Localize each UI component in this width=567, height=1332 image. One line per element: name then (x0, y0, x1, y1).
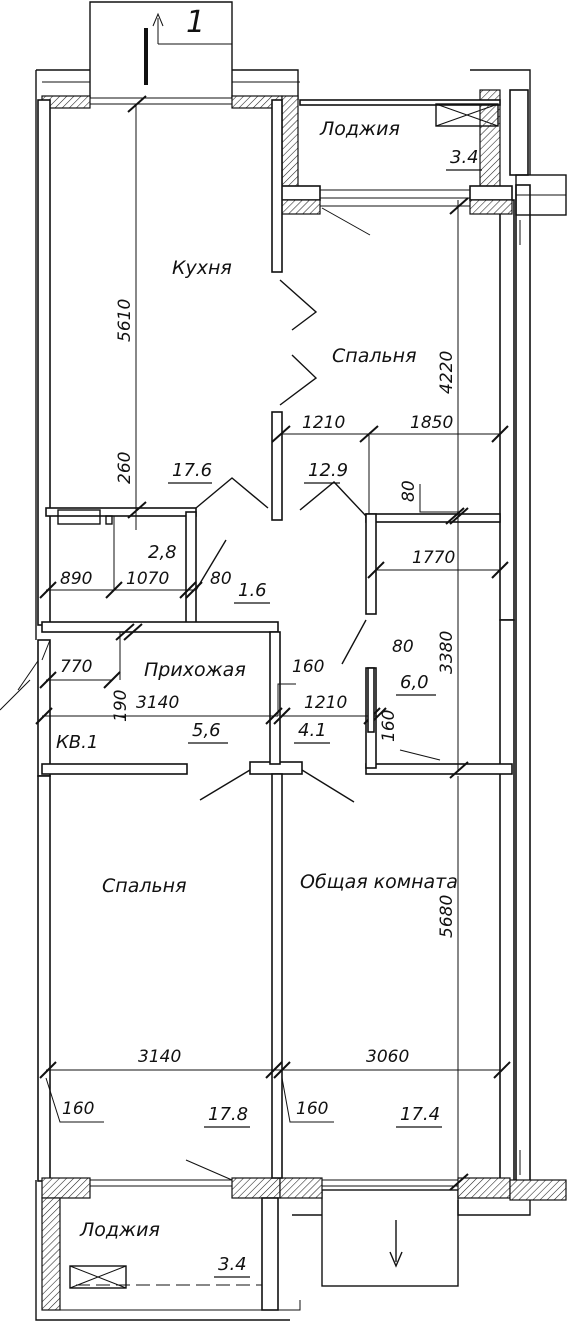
dim-wc-width: 1070 (126, 569, 169, 589)
dimension-lines (35, 95, 511, 1191)
hallway-name: Прихожая (144, 659, 246, 681)
dim-bedroom-bottom-width: 3140 (138, 1047, 181, 1067)
kitchen-area: 17.6 (172, 460, 212, 481)
bath-area: 2,8 (148, 542, 177, 563)
room-labels: Лоджия 3.4 Кухня 17.6 Спальня 12.9 2,8 1… (56, 118, 482, 1278)
dim-bedroom-top-w1: 1210 (302, 413, 345, 433)
kitchen-name: Кухня (172, 257, 232, 279)
section-marker-number: 1 (186, 5, 205, 40)
exterior-walls (37, 89, 567, 1201)
dim-kitchen-height: 5610 (115, 299, 135, 342)
bedroom-bottom-name: Спальня (102, 875, 187, 897)
dim-bedroom-top-height: 4220 (437, 351, 457, 394)
dim-corridor-1210: 1210 (304, 693, 347, 713)
bedroom-top-name: Спальня (332, 345, 417, 367)
loggia-bottom-name: Лоджия (79, 1219, 160, 1241)
dim-closet-height: 3380 (437, 631, 457, 674)
living-name: Общая комната (300, 871, 458, 893)
loggia-bottom-area: 3.4 (218, 1254, 247, 1275)
apartment-label: КВ.1 (56, 732, 98, 753)
dim-closet-width: 1770 (412, 548, 455, 568)
section-marker: 1 (89, 1, 233, 98)
dimension-labels: 5610 260 4220 1210 1850 80 1770 3380 80 … (60, 299, 457, 1119)
living-area: 17.4 (400, 1104, 440, 1125)
corridor-area: 4.1 (298, 720, 327, 741)
dim-partition-80-b: 80 (392, 637, 414, 657)
wc-area: 1.6 (238, 580, 267, 601)
dim-wall-80: 80 (210, 569, 232, 589)
dim-hall-3140: 3140 (136, 693, 179, 713)
dim-hall-190: 190 (111, 690, 131, 722)
dim-wall-160-left: 160 (62, 1099, 94, 1119)
dim-bath-width: 890 (60, 569, 92, 589)
dim-hall-160: 160 (292, 657, 324, 677)
bedroom-bottom-area: 17.8 (208, 1104, 248, 1125)
bottom-balcony (321, 1189, 459, 1287)
dim-hall-770: 770 (60, 657, 92, 677)
dim-partition-80-a: 80 (399, 480, 419, 502)
dim-kitchen-gap: 260 (115, 452, 135, 484)
loggia-top-area: 3.4 (450, 147, 479, 168)
context-lines (0, 69, 531, 1321)
loggia-top-name: Лоджия (319, 118, 400, 140)
dim-living-width: 3060 (366, 1047, 409, 1067)
dim-wall-160-mid: 160 (296, 1099, 328, 1119)
bedroom-top-area: 12.9 (308, 460, 348, 481)
dim-partition-160-c: 160 (379, 710, 399, 742)
loggia-top (279, 95, 513, 236)
closet-area: 6,0 (400, 672, 429, 693)
dim-bedroom-top-w2: 1850 (410, 413, 453, 433)
hallway-area: 5,6 (192, 720, 221, 741)
dim-living-height: 5680 (437, 895, 457, 938)
loggia-bottom (69, 1265, 262, 1289)
